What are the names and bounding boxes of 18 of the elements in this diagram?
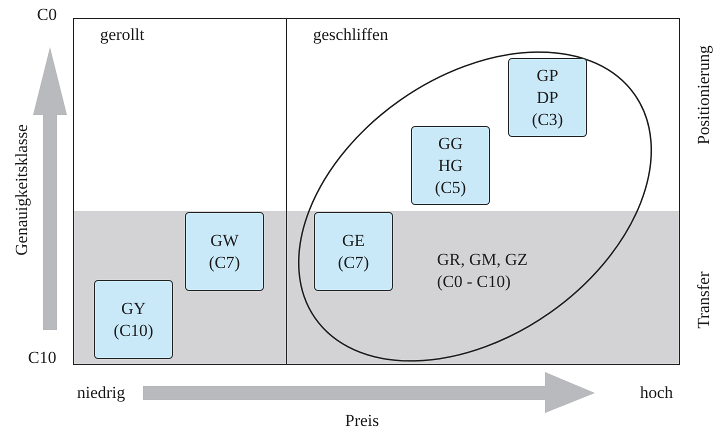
bearing-class-box: GG HG (C5) (411, 126, 490, 205)
band-label: Positionierung (694, 45, 714, 145)
band-label: Transfer (694, 272, 714, 328)
axis-tick-label: C10 (28, 348, 56, 368)
bearing-class-box: GE (C7) (314, 212, 393, 291)
region-panel (286, 18, 680, 365)
axis-title: Genauigkeitsklasse (12, 124, 32, 256)
region-heading: gerollt (100, 25, 144, 45)
group-label: GR, GM, GZ (C0 - C10) (437, 249, 529, 293)
bearing-class-box: GP DP (C3) (508, 58, 587, 137)
bearing-class-box: GW (C7) (185, 212, 264, 291)
axis-title: Preis (345, 411, 379, 431)
axis-end-label: niedrig (77, 383, 126, 403)
bearing-class-box: GY (C10) (94, 280, 173, 359)
axis-end-label: hoch (640, 383, 674, 403)
axis-tick-label: C0 (37, 5, 57, 25)
region-panel (73, 18, 287, 365)
region-heading: geschliffen (313, 25, 388, 45)
